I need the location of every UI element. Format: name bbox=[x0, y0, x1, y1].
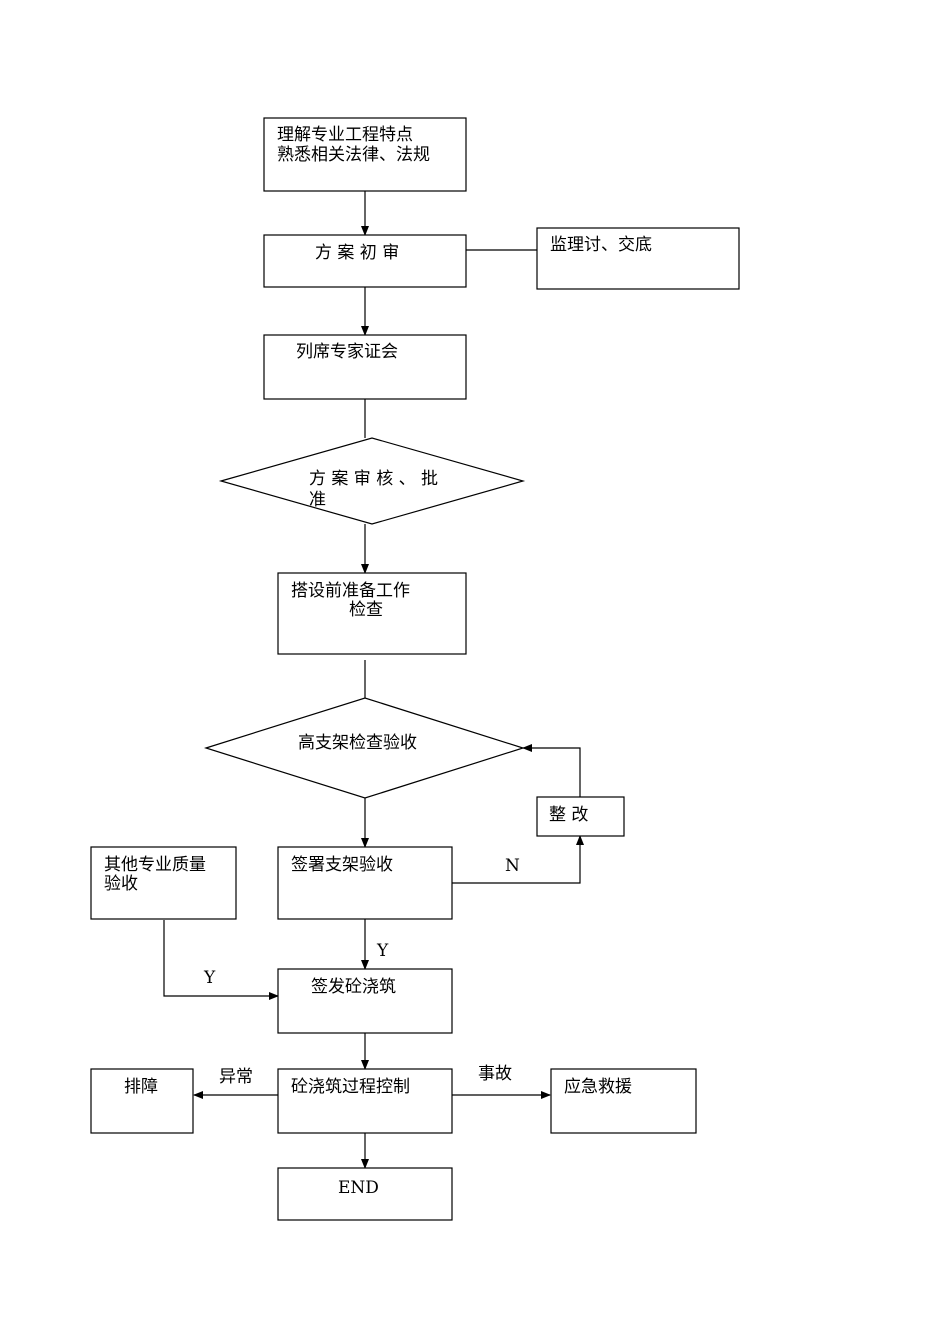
node-inspection: 高支架检查验收 bbox=[203, 697, 525, 799]
node-issue-pour: 签发砼浇筑 bbox=[277, 968, 453, 1034]
node-emergency: 应急救援 bbox=[550, 1068, 697, 1134]
edge-label-yes-main: Y bbox=[376, 941, 389, 961]
node-other-quality: 其他专业质量 验收 bbox=[90, 846, 237, 920]
edge-label-accident: 事故 bbox=[478, 1064, 512, 1084]
node-approval-line1: 方 案 审 核 、 批 bbox=[309, 469, 438, 489]
node-rectify: 整 改 bbox=[536, 796, 625, 837]
node-initial-review-label: 方 案 初 审 bbox=[315, 243, 399, 263]
edge-other-quality-to-issue-pour bbox=[163, 920, 279, 1000]
node-issue-pour-label: 签发砼浇筑 bbox=[311, 977, 396, 997]
node-end: END bbox=[277, 1167, 453, 1221]
node-initial-review: 方 案 初 审 bbox=[263, 234, 467, 288]
node-pre-check: 搭设前准备工作 检查 bbox=[277, 572, 467, 655]
node-supervision-label: 监理讨、交底 bbox=[550, 235, 652, 255]
node-troubleshoot-label: 排障 bbox=[124, 1077, 158, 1097]
node-pre-check-line1: 搭设前准备工作 bbox=[291, 581, 410, 601]
node-end-label: END bbox=[338, 1178, 379, 1198]
node-sign-support-label: 签署支架验收 bbox=[291, 855, 393, 875]
edge-rectify-to-inspection bbox=[522, 744, 581, 797]
node-troubleshoot: 排障 bbox=[90, 1068, 194, 1134]
edge-label-abnormal: 异常 bbox=[219, 1067, 253, 1087]
node-understand: 理解专业工程特点 熟悉相关法律、法规 bbox=[263, 117, 467, 192]
node-approval: 方 案 审 核 、 批 准 bbox=[218, 437, 526, 525]
node-supervision: 监理讨、交底 bbox=[536, 227, 740, 290]
node-approval-line2: 准 bbox=[309, 490, 326, 510]
node-pre-check-line2: 检查 bbox=[349, 600, 383, 620]
node-pour-control: 砼浇筑过程控制 bbox=[277, 1068, 453, 1134]
node-inspection-label: 高支架检查验收 bbox=[298, 733, 417, 753]
node-other-quality-line2: 验收 bbox=[104, 874, 138, 894]
node-pour-control-label: 砼浇筑过程控制 bbox=[291, 1077, 410, 1097]
node-other-quality-line1: 其他专业质量 bbox=[104, 855, 206, 875]
node-understand-line1: 理解专业工程特点 bbox=[277, 125, 413, 145]
node-understand-line2: 熟悉相关法律、法规 bbox=[277, 144, 430, 165]
edge-label-no: N bbox=[505, 856, 520, 876]
edge-label-yes-other: Y bbox=[203, 968, 216, 988]
node-expert-meeting: 列席专家证会 bbox=[263, 334, 467, 400]
connectors bbox=[163, 191, 584, 1169]
node-rectify-label: 整 改 bbox=[549, 805, 588, 825]
edge-sign-support-to-rectify bbox=[452, 835, 584, 884]
node-emergency-label: 应急救援 bbox=[564, 1077, 632, 1097]
node-expert-meeting-label: 列席专家证会 bbox=[296, 342, 398, 362]
node-sign-support: 签署支架验收 bbox=[277, 846, 453, 920]
